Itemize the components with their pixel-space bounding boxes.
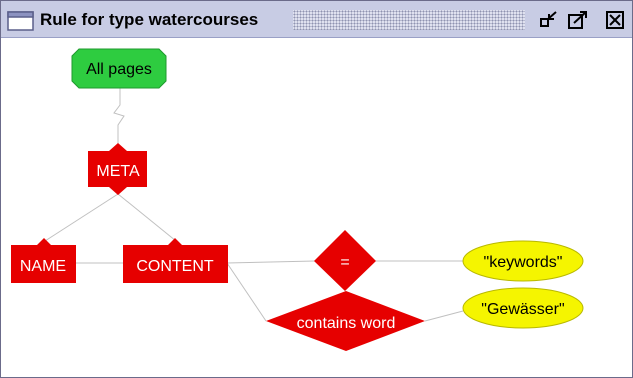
window-icon — [7, 11, 34, 31]
edge-meta-content — [117, 193, 177, 242]
node-gewasser[interactable]: "Gewässer" — [462, 287, 584, 329]
node-all-pages-label: All pages — [86, 61, 152, 78]
title-bar-grip — [293, 10, 525, 30]
node-equals[interactable]: = — [314, 230, 376, 291]
edge-content-equals — [226, 260, 316, 264]
maximize-icon — [568, 11, 587, 29]
node-meta-label: META — [96, 163, 140, 180]
minimize-icon — [540, 11, 557, 27]
minimize-button[interactable] — [538, 10, 560, 30]
node-all-pages[interactable]: All pages — [71, 48, 167, 89]
close-icon — [606, 11, 624, 29]
node-content[interactable]: CONTENT — [123, 238, 228, 283]
node-contains-word-label: contains word — [297, 315, 396, 332]
rule-diagram-canvas[interactable]: All pages META NAME CONTENT = — [1, 38, 632, 377]
diagram-edges — [44, 86, 464, 322]
node-meta[interactable]: META — [88, 143, 147, 195]
node-keywords[interactable]: "keywords" — [462, 240, 584, 282]
node-equals-label: = — [340, 254, 349, 271]
rule-diagram: All pages META NAME CONTENT = — [11, 48, 584, 351]
node-name[interactable]: NAME — [11, 238, 76, 283]
window-title: Rule for type watercourses — [40, 10, 259, 29]
node-keywords-label: "keywords" — [484, 254, 563, 271]
close-button[interactable] — [605, 10, 627, 30]
title-bar[interactable]: Rule for type watercourses — [1, 1, 632, 38]
node-content-label: CONTENT — [136, 258, 214, 275]
edge-allpages-meta — [113, 86, 125, 151]
node-contains-word[interactable]: contains word — [266, 291, 425, 351]
edge-contains-gewasser — [424, 310, 464, 322]
edge-content-contains — [226, 262, 267, 322]
node-gewasser-label: "Gewässer" — [481, 301, 564, 318]
maximize-button[interactable] — [567, 10, 589, 30]
edge-meta-name — [44, 193, 119, 242]
node-name-label: NAME — [20, 258, 66, 275]
